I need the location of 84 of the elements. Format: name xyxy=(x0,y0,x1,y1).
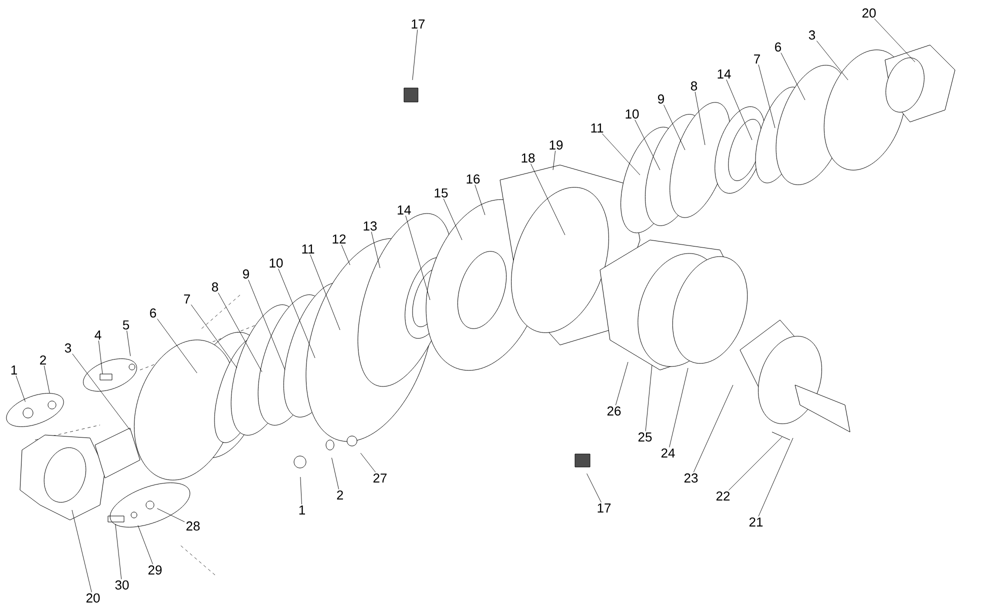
callout-number: 9 xyxy=(658,94,664,104)
callout-number: 25 xyxy=(638,432,652,442)
callout-number: 8 xyxy=(212,282,218,292)
callout-number: 3 xyxy=(64,343,72,353)
callout-number: 1 xyxy=(299,506,305,514)
callout-number: 26 xyxy=(607,406,621,416)
leader-line xyxy=(248,280,286,370)
leader-line xyxy=(126,330,131,356)
callout-number: 20 xyxy=(862,8,876,18)
leader-line xyxy=(412,29,418,80)
leader-line xyxy=(552,150,556,170)
leader-line xyxy=(758,438,794,516)
leader-line xyxy=(443,198,462,240)
callout-number: 2 xyxy=(40,355,46,365)
callout-number: 5 xyxy=(122,320,130,330)
leader-line xyxy=(300,476,302,505)
callout-number: 12 xyxy=(332,234,346,244)
leader-line xyxy=(602,133,640,176)
callout-number: 7 xyxy=(754,54,760,64)
callout-number: 19 xyxy=(550,140,563,150)
leader-line xyxy=(728,436,782,490)
leader-line xyxy=(726,79,752,140)
leader-line xyxy=(360,452,376,472)
callout-number: 6 xyxy=(775,42,782,52)
callout-number: 2 xyxy=(337,490,343,500)
callout-number: 27 xyxy=(373,473,387,483)
callout-number: 10 xyxy=(270,258,283,268)
leader-line xyxy=(758,64,776,128)
callout-number: 17 xyxy=(412,20,425,28)
callout-number: 20 xyxy=(86,593,100,603)
callout-number: 1 xyxy=(11,366,17,374)
leader-line xyxy=(98,340,103,374)
callout-number: 21 xyxy=(749,517,763,527)
callout-number: 24 xyxy=(661,448,675,458)
leader-line xyxy=(405,215,430,300)
callout-number: 3 xyxy=(808,30,816,40)
leader-line xyxy=(874,18,916,62)
callout-number: 22 xyxy=(716,491,730,501)
callout-number: 18 xyxy=(522,153,535,163)
callout-number: 17 xyxy=(598,504,611,512)
leader-line xyxy=(115,524,122,580)
leader-line xyxy=(780,52,806,100)
callout-number: 11 xyxy=(302,244,314,254)
leader-line xyxy=(816,40,848,80)
leader-line xyxy=(664,104,686,150)
leader-line xyxy=(693,384,734,472)
leader-line xyxy=(615,362,628,406)
leader-line xyxy=(645,364,652,432)
leader-line xyxy=(331,458,339,490)
callout-number: 10 xyxy=(626,109,639,119)
leader-line xyxy=(669,368,688,448)
callout-number: 4 xyxy=(94,330,102,340)
callout-number: 23 xyxy=(684,473,698,483)
leader-line xyxy=(694,92,706,146)
callout-number: 15 xyxy=(434,188,448,198)
leader-line xyxy=(156,508,185,522)
leader-line xyxy=(157,318,198,374)
leader-line xyxy=(44,366,50,394)
leader-line xyxy=(278,268,316,358)
leader-line xyxy=(310,254,340,330)
callout-number: 14 xyxy=(718,70,731,78)
leader-line xyxy=(341,244,350,266)
leader-line xyxy=(530,164,566,236)
leader-line xyxy=(138,525,153,564)
leader-line xyxy=(586,473,602,503)
callout-number: 13 xyxy=(364,221,377,231)
leader-line xyxy=(72,510,92,592)
leader-line xyxy=(218,292,262,372)
leader-line xyxy=(634,120,660,170)
callout-number: 16 xyxy=(466,174,480,184)
leader-line xyxy=(474,184,486,216)
callout-number: 8 xyxy=(690,81,698,91)
callout-number: 11 xyxy=(591,124,604,132)
callout-number: 28 xyxy=(186,521,200,531)
callout-number: 9 xyxy=(243,269,249,279)
callout-number: 14 xyxy=(398,206,411,214)
callout-number: 30 xyxy=(115,580,129,590)
leader-line xyxy=(72,354,130,430)
leader-line xyxy=(16,375,26,402)
leader-line xyxy=(190,304,238,368)
callout-number: 7 xyxy=(184,294,190,304)
leader-line xyxy=(371,232,380,268)
callout-number: 6 xyxy=(150,308,156,318)
callout-number: 29 xyxy=(148,565,162,575)
